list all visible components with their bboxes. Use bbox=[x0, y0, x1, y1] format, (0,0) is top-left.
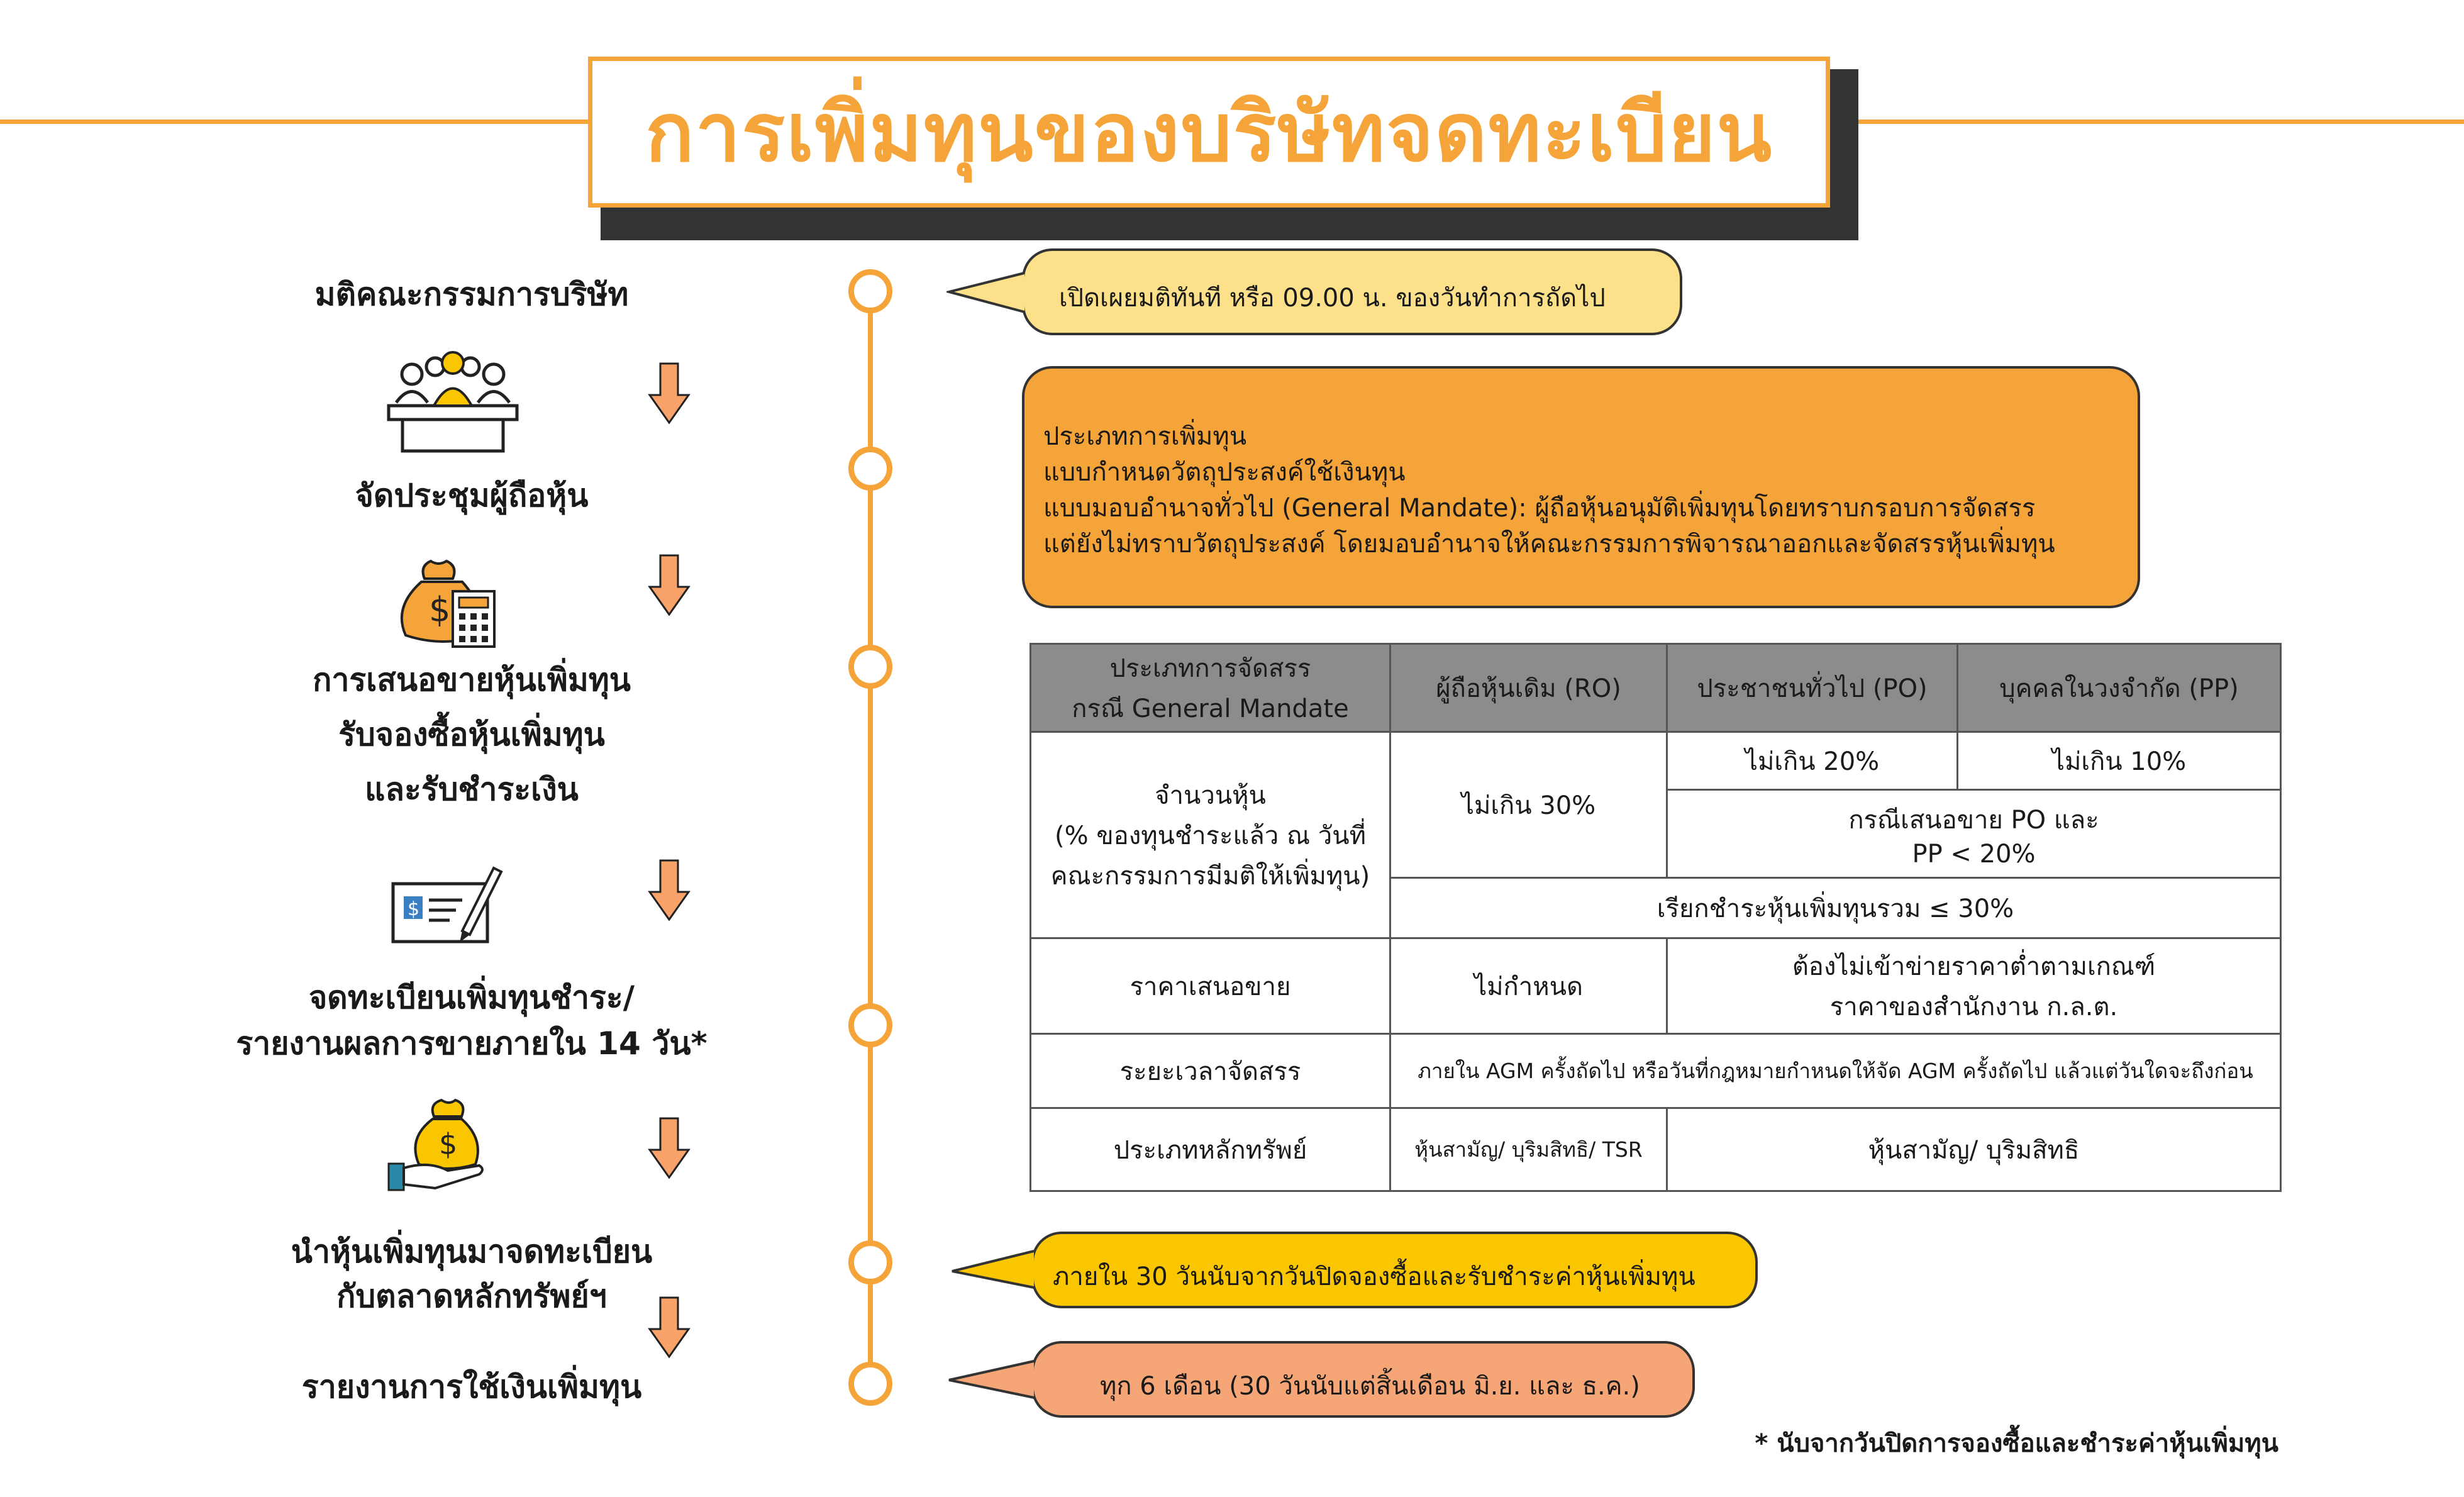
types-line-1: ประเภทการเพิ่มทุน bbox=[1043, 422, 1247, 451]
header-allocation-type-line1: ประเภทการจัดสรร bbox=[1109, 654, 1311, 683]
timeline-line bbox=[868, 292, 873, 1384]
row-label-security-type: ประเภทหลักทรัพย์ bbox=[1029, 1107, 1391, 1192]
timeline-node bbox=[848, 447, 892, 491]
footnote: * นับจากวันปิดการจองซื้อและชำระค่าหุ้นเพ… bbox=[1755, 1429, 2278, 1458]
cell-total-limit: เรียกชำระหุ้นเพิ่มทุนรวม ≤ 30% bbox=[1389, 877, 2282, 939]
title-box: การเพิ่มทุนของบริษัทจดทะเบียน bbox=[588, 57, 1830, 208]
shares-label-line3: คณะกรรมการมีมติให้เพิ่มทุน) bbox=[1050, 861, 1370, 891]
types-line-3: แบบมอบอำนาจทั่วไป (General Mandate): ผู้… bbox=[1043, 494, 2036, 523]
cell-price-ro: ไม่กำหนด bbox=[1389, 937, 1668, 1035]
timeline-node bbox=[848, 1362, 892, 1406]
table-row: กรณีเสนอขาย PO และ PP < 20% bbox=[1031, 789, 2282, 879]
callout-report-text: ทุก 6 เดือน (30 วันนับแต่สิ้นเดือน มิ.ย.… bbox=[1100, 1372, 1640, 1401]
types-line-4: แต่ยังไม่ทราบวัตถุประสงค์ โดยมอบอำนาจให้… bbox=[1043, 530, 2055, 559]
step-listing-line2: กับตลาดหลักทรัพย์ฯ bbox=[336, 1278, 607, 1315]
timeline-node bbox=[848, 269, 892, 313]
table-row: ราคาเสนอขาย ไม่กำหนด ต้องไม่เข้าข่ายราคา… bbox=[1029, 937, 2282, 1035]
step-offering-line1: การเสนอขายหุ้นเพิ่มทุน bbox=[313, 662, 631, 698]
svg-text:$: $ bbox=[408, 898, 419, 920]
svg-text:$: $ bbox=[429, 590, 450, 630]
cheque-pen-icon: $ bbox=[391, 866, 503, 943]
step-board-resolution: มติคณะกรรมการบริษัท bbox=[314, 276, 629, 313]
step-shareholder-meeting: จัดประชุมผู้ถือหุ้น bbox=[355, 477, 589, 514]
cell-po-limit: ไม่เกิน 20% bbox=[1666, 731, 1958, 791]
cell-price-other: ต้องไม่เข้าข่ายราคาต่ำตามเกณฑ์ ราคาของสำ… bbox=[1666, 937, 2282, 1035]
cell-security-ro: หุ้นสามัญ/ บุริมสิทธิ/ TSR bbox=[1389, 1107, 1668, 1192]
money-bag-calculator-icon: $ bbox=[400, 559, 496, 648]
po-pp-line2: PP < 20% bbox=[1912, 839, 2036, 869]
down-arrow-icon bbox=[648, 362, 691, 425]
table-row: ระยะเวลาจัดสรร ภายใน AGM ครั้งถัดไป หรือ… bbox=[1029, 1033, 2282, 1109]
down-arrow-icon bbox=[648, 1296, 691, 1359]
down-arrow-icon bbox=[648, 554, 691, 616]
cell-security-other: หุ้นสามัญ/ บุริมสิทธิ bbox=[1666, 1107, 2282, 1192]
price-other-line2: ราคาของสำนักงาน ก.ล.ต. bbox=[1829, 992, 2118, 1021]
hand-money-bag-icon: $ bbox=[387, 1098, 484, 1191]
callout-disclose-text: เปิดเผยมติทันที หรือ 09.00 น. ของวันทำกา… bbox=[1059, 284, 1606, 313]
table-row: เรียกชำระหุ้นเพิ่มทุนรวม ≤ 30% bbox=[1031, 877, 2282, 939]
callout-report: ทุก 6 เดือน (30 วันนับแต่สิ้นเดือน มิ.ย.… bbox=[1031, 1341, 1695, 1418]
allocation-table: ประเภทการจัดสรร กรณี General Mandate ผู้… bbox=[1029, 643, 2282, 1192]
capital-increase-types-box: ประเภทการเพิ่มทุน แบบกำหนดวัตถุประสงค์ใช… bbox=[1022, 366, 2140, 608]
callout-listing: ภายใน 30 วันนับจากวันปิดจองซื้อและรับชำร… bbox=[1031, 1232, 1758, 1308]
step-offering-line2: รับจองซื้อหุ้นเพิ่มทุน bbox=[338, 716, 605, 753]
price-other-line1: ต้องไม่เข้าข่ายราคาต่ำตามเกณฑ์ bbox=[1792, 952, 2156, 981]
cell-ro-limit: ไม่เกิน 30% bbox=[1389, 731, 1668, 879]
timeline-node bbox=[848, 1003, 892, 1047]
shares-label-line1: จำนวนหุ้น bbox=[1155, 781, 1266, 810]
step-register-line2: รายงานผลการขายภายใน 14 วัน* bbox=[236, 1025, 708, 1062]
callout-disclose: เปิดเผยมติทันที หรือ 09.00 น. ของวันทำกา… bbox=[1022, 248, 1682, 335]
step-report-usage: รายงานการใช้เงินเพิ่มทุน bbox=[301, 1369, 642, 1405]
header-pp: บุคคลในวงจำกัด (PP) bbox=[1956, 643, 2282, 733]
header-ro: ผู้ถือหุ้นเดิม (RO) bbox=[1389, 643, 1668, 733]
row-label-shares: จำนวนหุ้น (% ของทุนชำระแล้ว ณ วันที่ คณะ… bbox=[1029, 731, 1391, 939]
row-label-period: ระยะเวลาจัดสรร bbox=[1029, 1033, 1391, 1109]
cell-pp-limit: ไม่เกิน 10% bbox=[1956, 731, 2282, 791]
table-row: จำนวนหุ้น (% ของทุนชำระแล้ว ณ วันที่ คณะ… bbox=[1029, 731, 2282, 939]
table-header-row: ประเภทการจัดสรร กรณี General Mandate ผู้… bbox=[1029, 643, 2282, 733]
callout-pointer bbox=[946, 272, 1025, 313]
header-po: ประชาชนทั่วไป (PO) bbox=[1666, 643, 1958, 733]
step-offering-line3: และรับชำระเงิน bbox=[365, 771, 579, 808]
title-rule-left bbox=[0, 120, 591, 124]
callout-pointer bbox=[952, 1250, 1035, 1289]
callout-listing-text: ภายใน 30 วันนับจากวันปิดจองซื้อและรับชำร… bbox=[1053, 1262, 1695, 1291]
step-listing-line1: นำหุ้นเพิ่มทุนมาจดทะเบียน bbox=[291, 1233, 653, 1270]
row-label-price: ราคาเสนอขาย bbox=[1029, 937, 1391, 1035]
header-allocation-type-line2: กรณี General Mandate bbox=[1072, 694, 1349, 723]
shareholder-meeting-icon bbox=[387, 351, 519, 453]
down-arrow-icon bbox=[648, 859, 691, 921]
table-row: ประเภทหลักทรัพย์ หุ้นสามัญ/ บุริมสิทธิ/ … bbox=[1029, 1107, 2282, 1192]
cell-period-value: ภายใน AGM ครั้งถัดไป หรือวันที่กฎหมายกำห… bbox=[1389, 1033, 2282, 1109]
timeline-node bbox=[848, 645, 892, 689]
callout-pointer bbox=[948, 1360, 1035, 1399]
svg-text:$: $ bbox=[439, 1127, 457, 1161]
types-line-2: แบบกำหนดวัตถุประสงค์ใช้เงินทุน bbox=[1043, 458, 1406, 487]
po-pp-line1: กรณีเสนอขาย PO และ bbox=[1848, 805, 2099, 835]
header-allocation-type: ประเภทการจัดสรร กรณี General Mandate bbox=[1029, 643, 1391, 733]
title-rule-right bbox=[1855, 120, 2464, 124]
step-register-line1: จดทะเบียนเพิ่มทุนชำระ/ bbox=[308, 979, 635, 1016]
down-arrow-icon bbox=[648, 1117, 691, 1179]
timeline-node bbox=[848, 1240, 892, 1284]
page-title: การเพิ่มทุนของบริษัทจดทะเบียน bbox=[645, 86, 1773, 180]
shares-label-line2: (% ของทุนชำระแล้ว ณ วันที่ bbox=[1055, 821, 1366, 850]
cell-po-pp-combined: กรณีเสนอขาย PO และ PP < 20% bbox=[1666, 789, 2282, 879]
